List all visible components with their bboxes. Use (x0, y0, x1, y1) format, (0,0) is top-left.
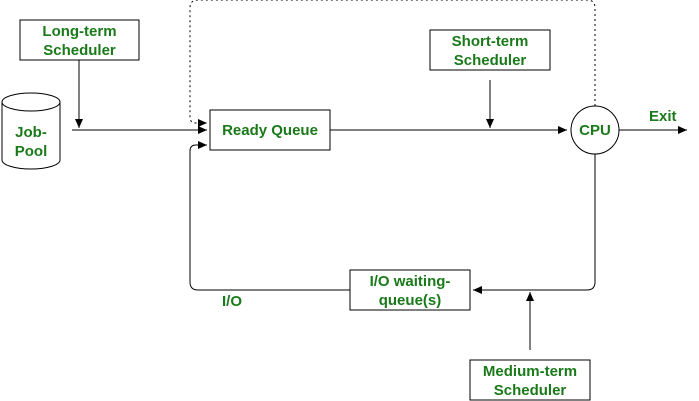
job-pool-cylinder: Job- Pool (1, 92, 61, 170)
short-term-scheduler-box: Short-term Scheduler (429, 29, 551, 71)
cpu-circle: CPU (570, 105, 620, 155)
medium-term-scheduler-box: Medium-term Scheduler (469, 359, 591, 401)
long-term-scheduler-line1: Long-term (42, 23, 116, 40)
long-term-scheduler-line2: Scheduler (43, 42, 116, 59)
io-waiting-queue-line2: queue(s) (379, 292, 442, 309)
io-label: I/O (222, 293, 242, 310)
io-waiting-queue-box: I/O waiting- queue(s) (349, 269, 471, 311)
job-pool-line1: Job- (15, 124, 47, 141)
job-pool-line2: Pool (15, 143, 48, 160)
short-term-scheduler-line2: Scheduler (454, 52, 527, 69)
exit-label: Exit (649, 108, 677, 125)
io-waiting-queue-line1: I/O waiting- (370, 273, 451, 290)
ready-queue-label: Ready Queue (222, 122, 318, 139)
io-to-ready-arrow (189, 141, 350, 291)
cpu-label: CPU (579, 122, 611, 139)
short-term-scheduler-line1: Short-term (452, 33, 529, 50)
ready-queue-box: Ready Queue (209, 109, 331, 151)
cpu-to-io-arrow (473, 154, 596, 294)
long-term-scheduler-box: Long-term Scheduler (19, 19, 140, 61)
preemption-dotted-arrow (189, 0, 596, 127)
medium-term-scheduler-line2: Scheduler (494, 382, 567, 399)
medium-term-scheduler-line1: Medium-term (483, 363, 577, 380)
